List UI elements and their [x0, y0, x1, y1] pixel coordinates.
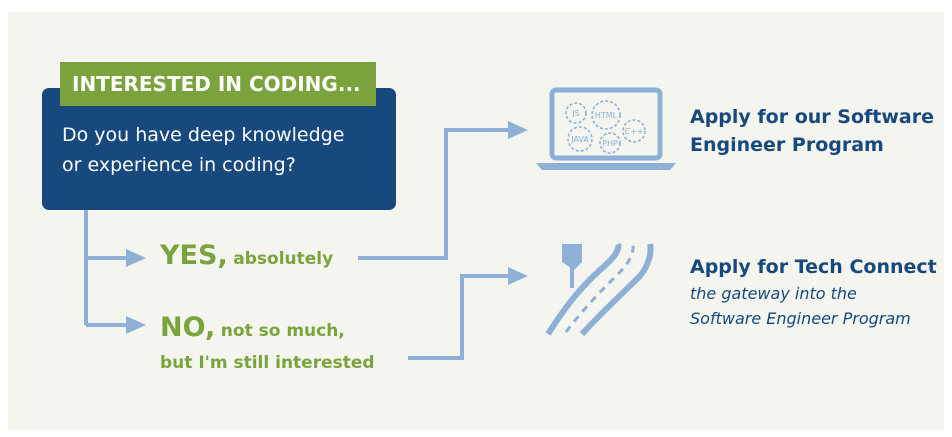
- software-engineer-line-2: Engineer Program: [690, 134, 884, 156]
- question-line-1: Do you have deep knowledge: [62, 124, 345, 146]
- answer-no-strong: NO,: [160, 312, 216, 343]
- question-text: Do you have deep knowledge or experience…: [62, 120, 392, 180]
- gear-label-js: JS: [571, 109, 579, 118]
- road-signpost-icon: [545, 243, 654, 337]
- gear-label-html: HTML: [595, 111, 618, 120]
- tech-connect-sub-1: the gateway into the: [690, 284, 857, 303]
- no-to-techconnect-line: [408, 274, 510, 360]
- destination-software-engineer: Apply for our Software Engineer Program: [690, 103, 934, 159]
- question-line-2: or experience in coding?: [62, 154, 296, 176]
- yes-to-software-line: [358, 128, 510, 260]
- gear-label-php: PHP: [602, 139, 618, 148]
- tech-connect-title: Apply for Tech Connect: [690, 256, 937, 278]
- gear-label-java: JAVA: [570, 135, 589, 144]
- question-box: [42, 88, 396, 210]
- laptop-code-icon: JS HTML JAVA PHP C++: [536, 87, 676, 170]
- arrowhead-no: [126, 316, 146, 334]
- answer-no-rest: not so much,: [220, 321, 345, 341]
- answer-no: NO, not so much, but I'm still intereste…: [160, 312, 375, 379]
- arrowhead-software: [508, 121, 528, 139]
- arrowhead-yes: [126, 249, 146, 267]
- arrowhead-techconnect: [508, 267, 528, 285]
- destination-tech-connect: Apply for Tech Connect the gateway into …: [690, 253, 937, 331]
- question-tag: INTERESTED IN CODING...: [60, 62, 376, 106]
- tech-connect-sub-2: Software Engineer Program: [690, 309, 911, 328]
- answer-no-line-2: but I'm still interested: [160, 353, 375, 373]
- answer-yes: YES, absolutely: [160, 240, 333, 271]
- gear-label-cpp: C++: [625, 127, 644, 136]
- answer-yes-strong: YES,: [160, 240, 228, 271]
- answer-yes-rest: absolutely: [233, 249, 334, 269]
- software-engineer-line-1: Apply for our Software: [690, 106, 935, 128]
